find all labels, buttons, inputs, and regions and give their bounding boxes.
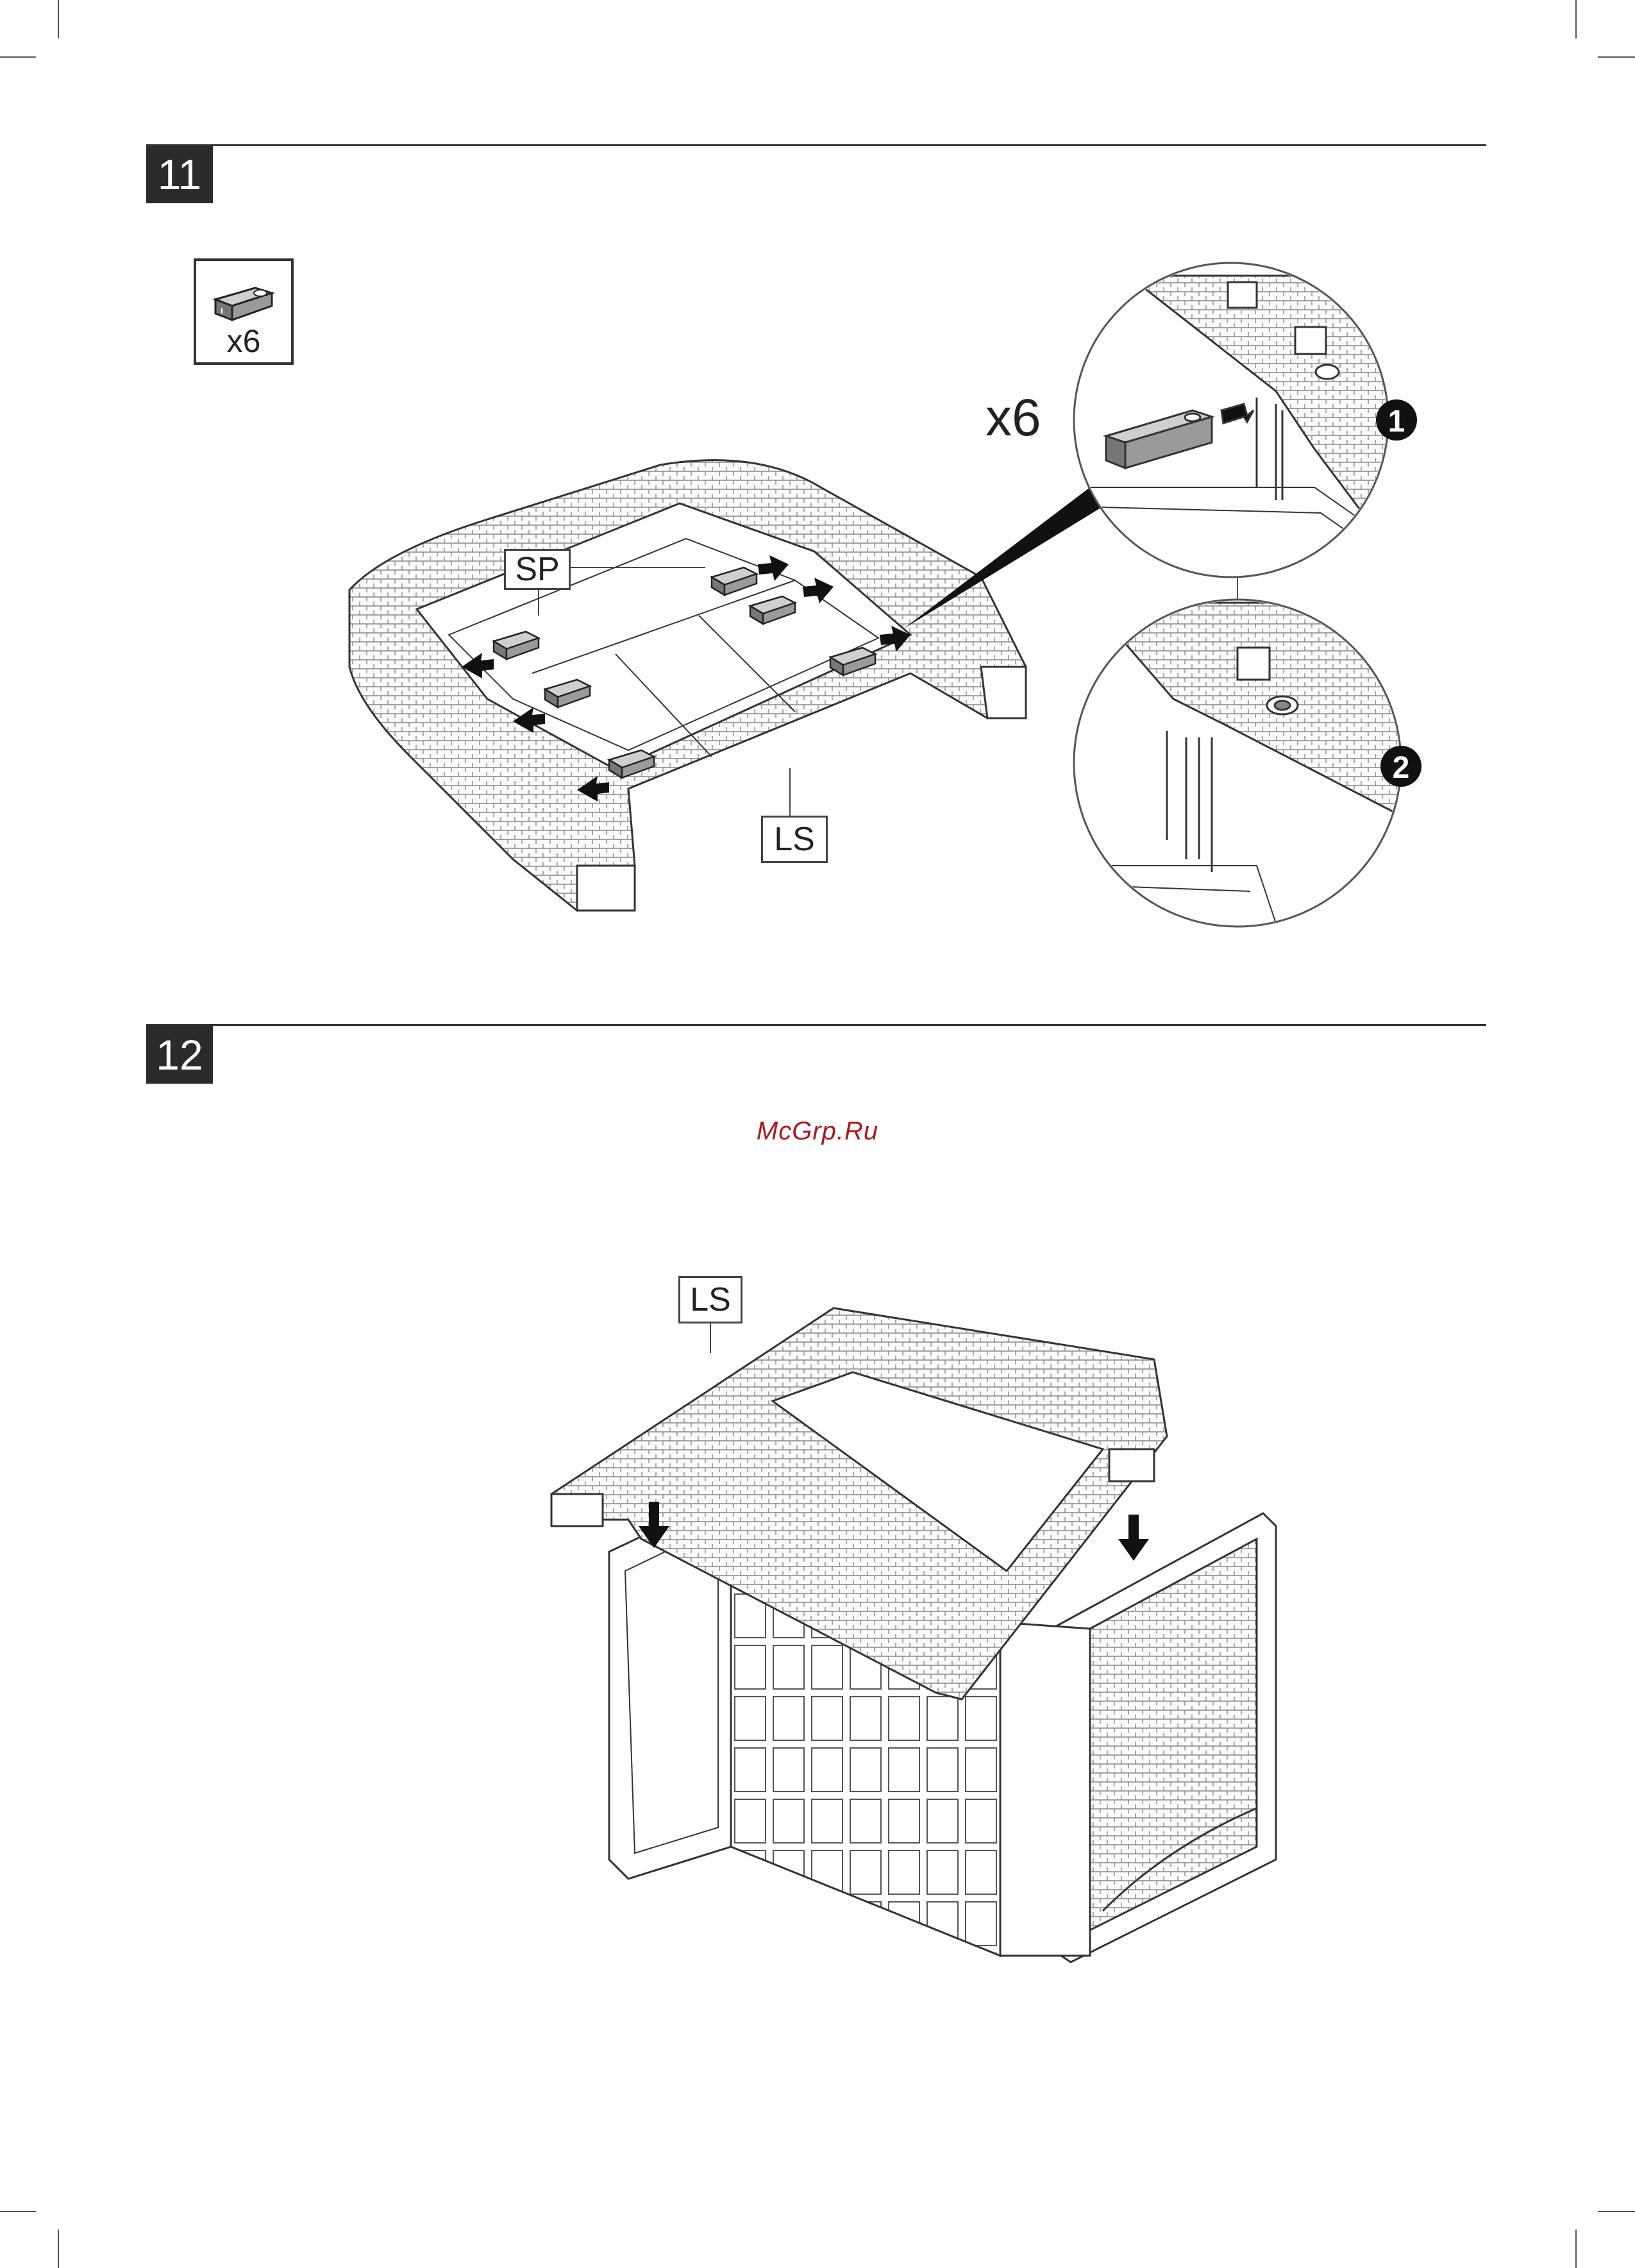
part-label-ls: LS (678, 1276, 742, 1323)
